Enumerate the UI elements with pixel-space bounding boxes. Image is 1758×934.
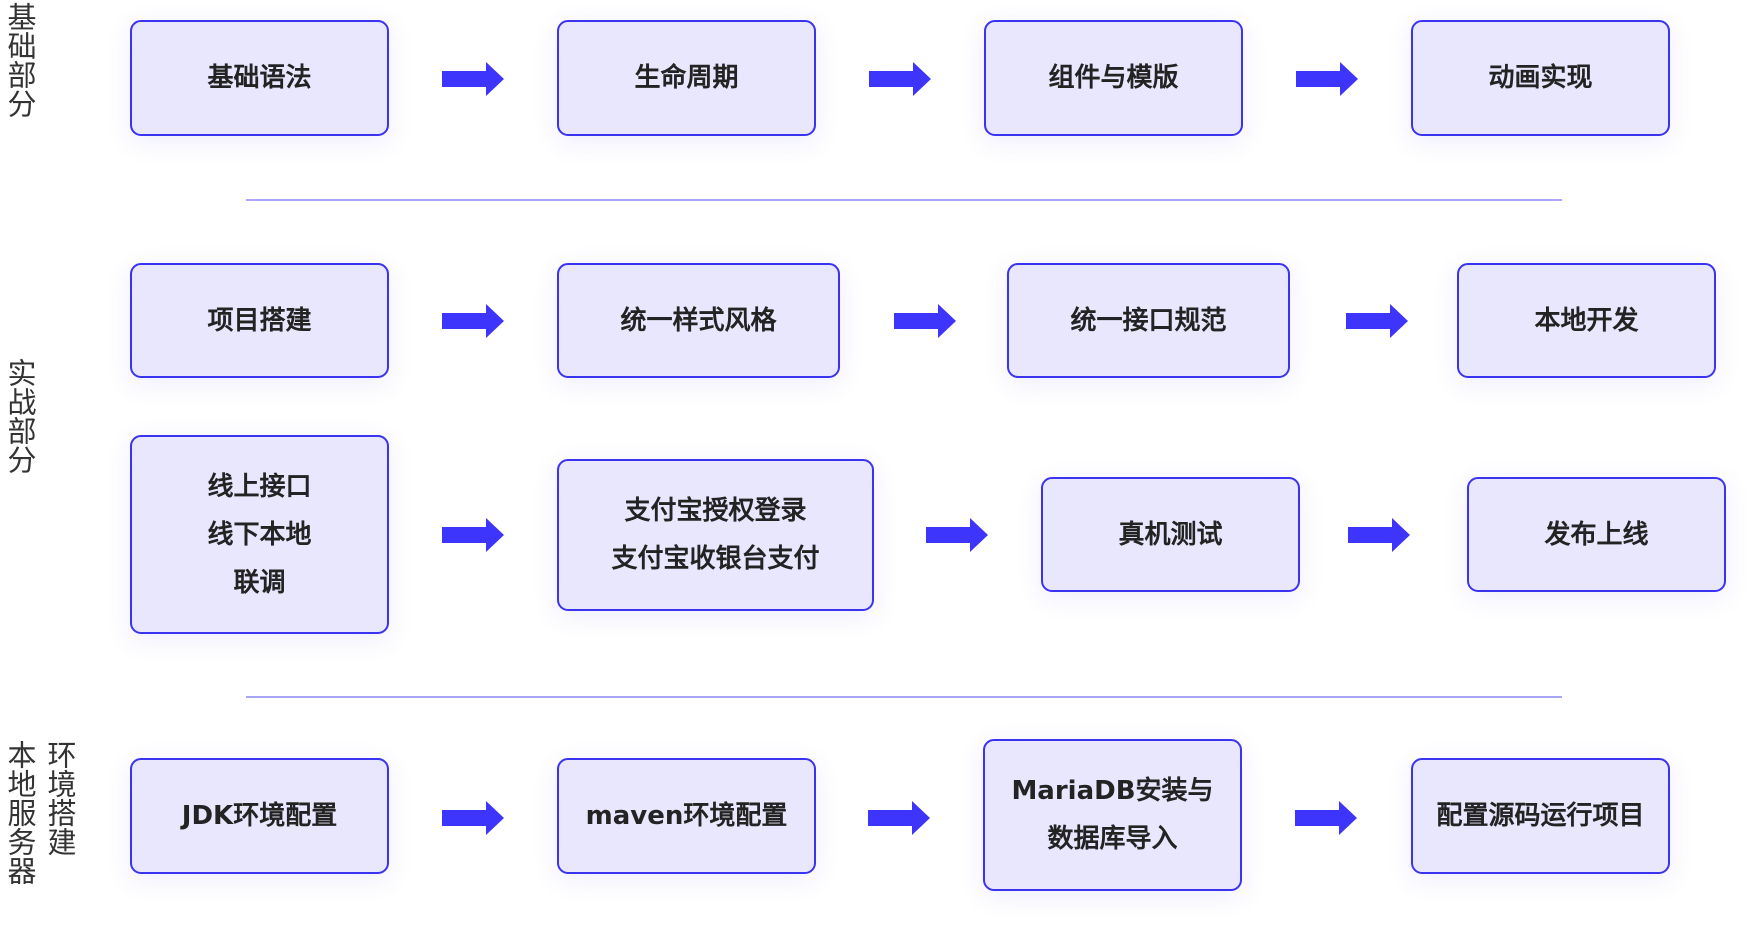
step-release: 发布上线 (1467, 477, 1726, 592)
step-text: 发布上线 (1544, 519, 1649, 550)
step-unified-api: 统一接口规范 (1007, 263, 1290, 378)
section-divider (246, 696, 1562, 698)
arrow-right-icon (1295, 801, 1357, 835)
step-text: 项目搭建 (207, 305, 312, 336)
step-text: JDK环境配置 (181, 801, 338, 831)
step-text: 支付宝授权登录 (624, 496, 807, 526)
arrow-right-icon (442, 801, 504, 835)
step-text: 动画实现 (1488, 63, 1593, 93)
step-text: 组件与模版 (1048, 63, 1179, 93)
step-text: 生命周期 (634, 63, 739, 93)
step-text: 数据库导入 (1047, 824, 1178, 854)
step-text: 本地开发 (1534, 305, 1639, 336)
section-label-local-server-col2: 环境搭建 (43, 740, 77, 856)
step-project-setup: 项目搭建 (130, 263, 389, 378)
arrow-right-icon (1346, 304, 1408, 338)
step-text: 真机测试 (1118, 519, 1223, 550)
step-text: maven环境配置 (585, 801, 788, 831)
arrow-right-icon (442, 62, 504, 96)
step-jdk-config: JDK环境配置 (130, 758, 389, 874)
step-text: MariaDB安装与 (1011, 776, 1214, 806)
arrow-right-icon (442, 304, 504, 338)
arrow-right-icon (894, 304, 956, 338)
section-label-basics: 基础部分 (3, 2, 37, 118)
step-text: 配置源码运行项目 (1436, 801, 1645, 831)
step-text: 支付宝收银台支付 (611, 544, 820, 574)
step-unified-style: 统一样式风格 (557, 263, 840, 378)
step-basic-syntax: 基础语法 (130, 20, 389, 136)
step-maven-config: maven环境配置 (557, 758, 816, 874)
step-run-project: 配置源码运行项目 (1411, 758, 1670, 874)
arrow-right-icon (1348, 518, 1410, 552)
step-device-testing: 真机测试 (1041, 477, 1300, 592)
section-label-local-server-col1: 本地服务器 (3, 740, 37, 885)
section-label-practice: 实战部分 (3, 358, 37, 474)
step-text: 统一样式风格 (620, 305, 777, 336)
step-mariadb-setup: MariaDB安装与 数据库导入 (983, 739, 1242, 891)
arrow-right-icon (926, 518, 988, 552)
arrow-right-icon (869, 62, 931, 96)
step-text: 联调 (233, 567, 286, 598)
section-divider (246, 199, 1562, 201)
step-animation: 动画实现 (1411, 20, 1670, 136)
arrow-right-icon (442, 518, 504, 552)
step-text: 线上接口 (207, 471, 312, 502)
step-text: 统一接口规范 (1070, 305, 1227, 336)
step-local-dev: 本地开发 (1457, 263, 1716, 378)
step-text: 基础语法 (207, 63, 312, 93)
step-api-integration: 线上接口 线下本地 联调 (130, 435, 389, 634)
step-lifecycle: 生命周期 (557, 20, 816, 136)
step-text: 线下本地 (207, 519, 312, 550)
arrow-right-icon (868, 801, 930, 835)
step-components-templates: 组件与模版 (984, 20, 1243, 136)
step-alipay: 支付宝授权登录 支付宝收银台支付 (557, 459, 874, 611)
arrow-right-icon (1296, 62, 1358, 96)
